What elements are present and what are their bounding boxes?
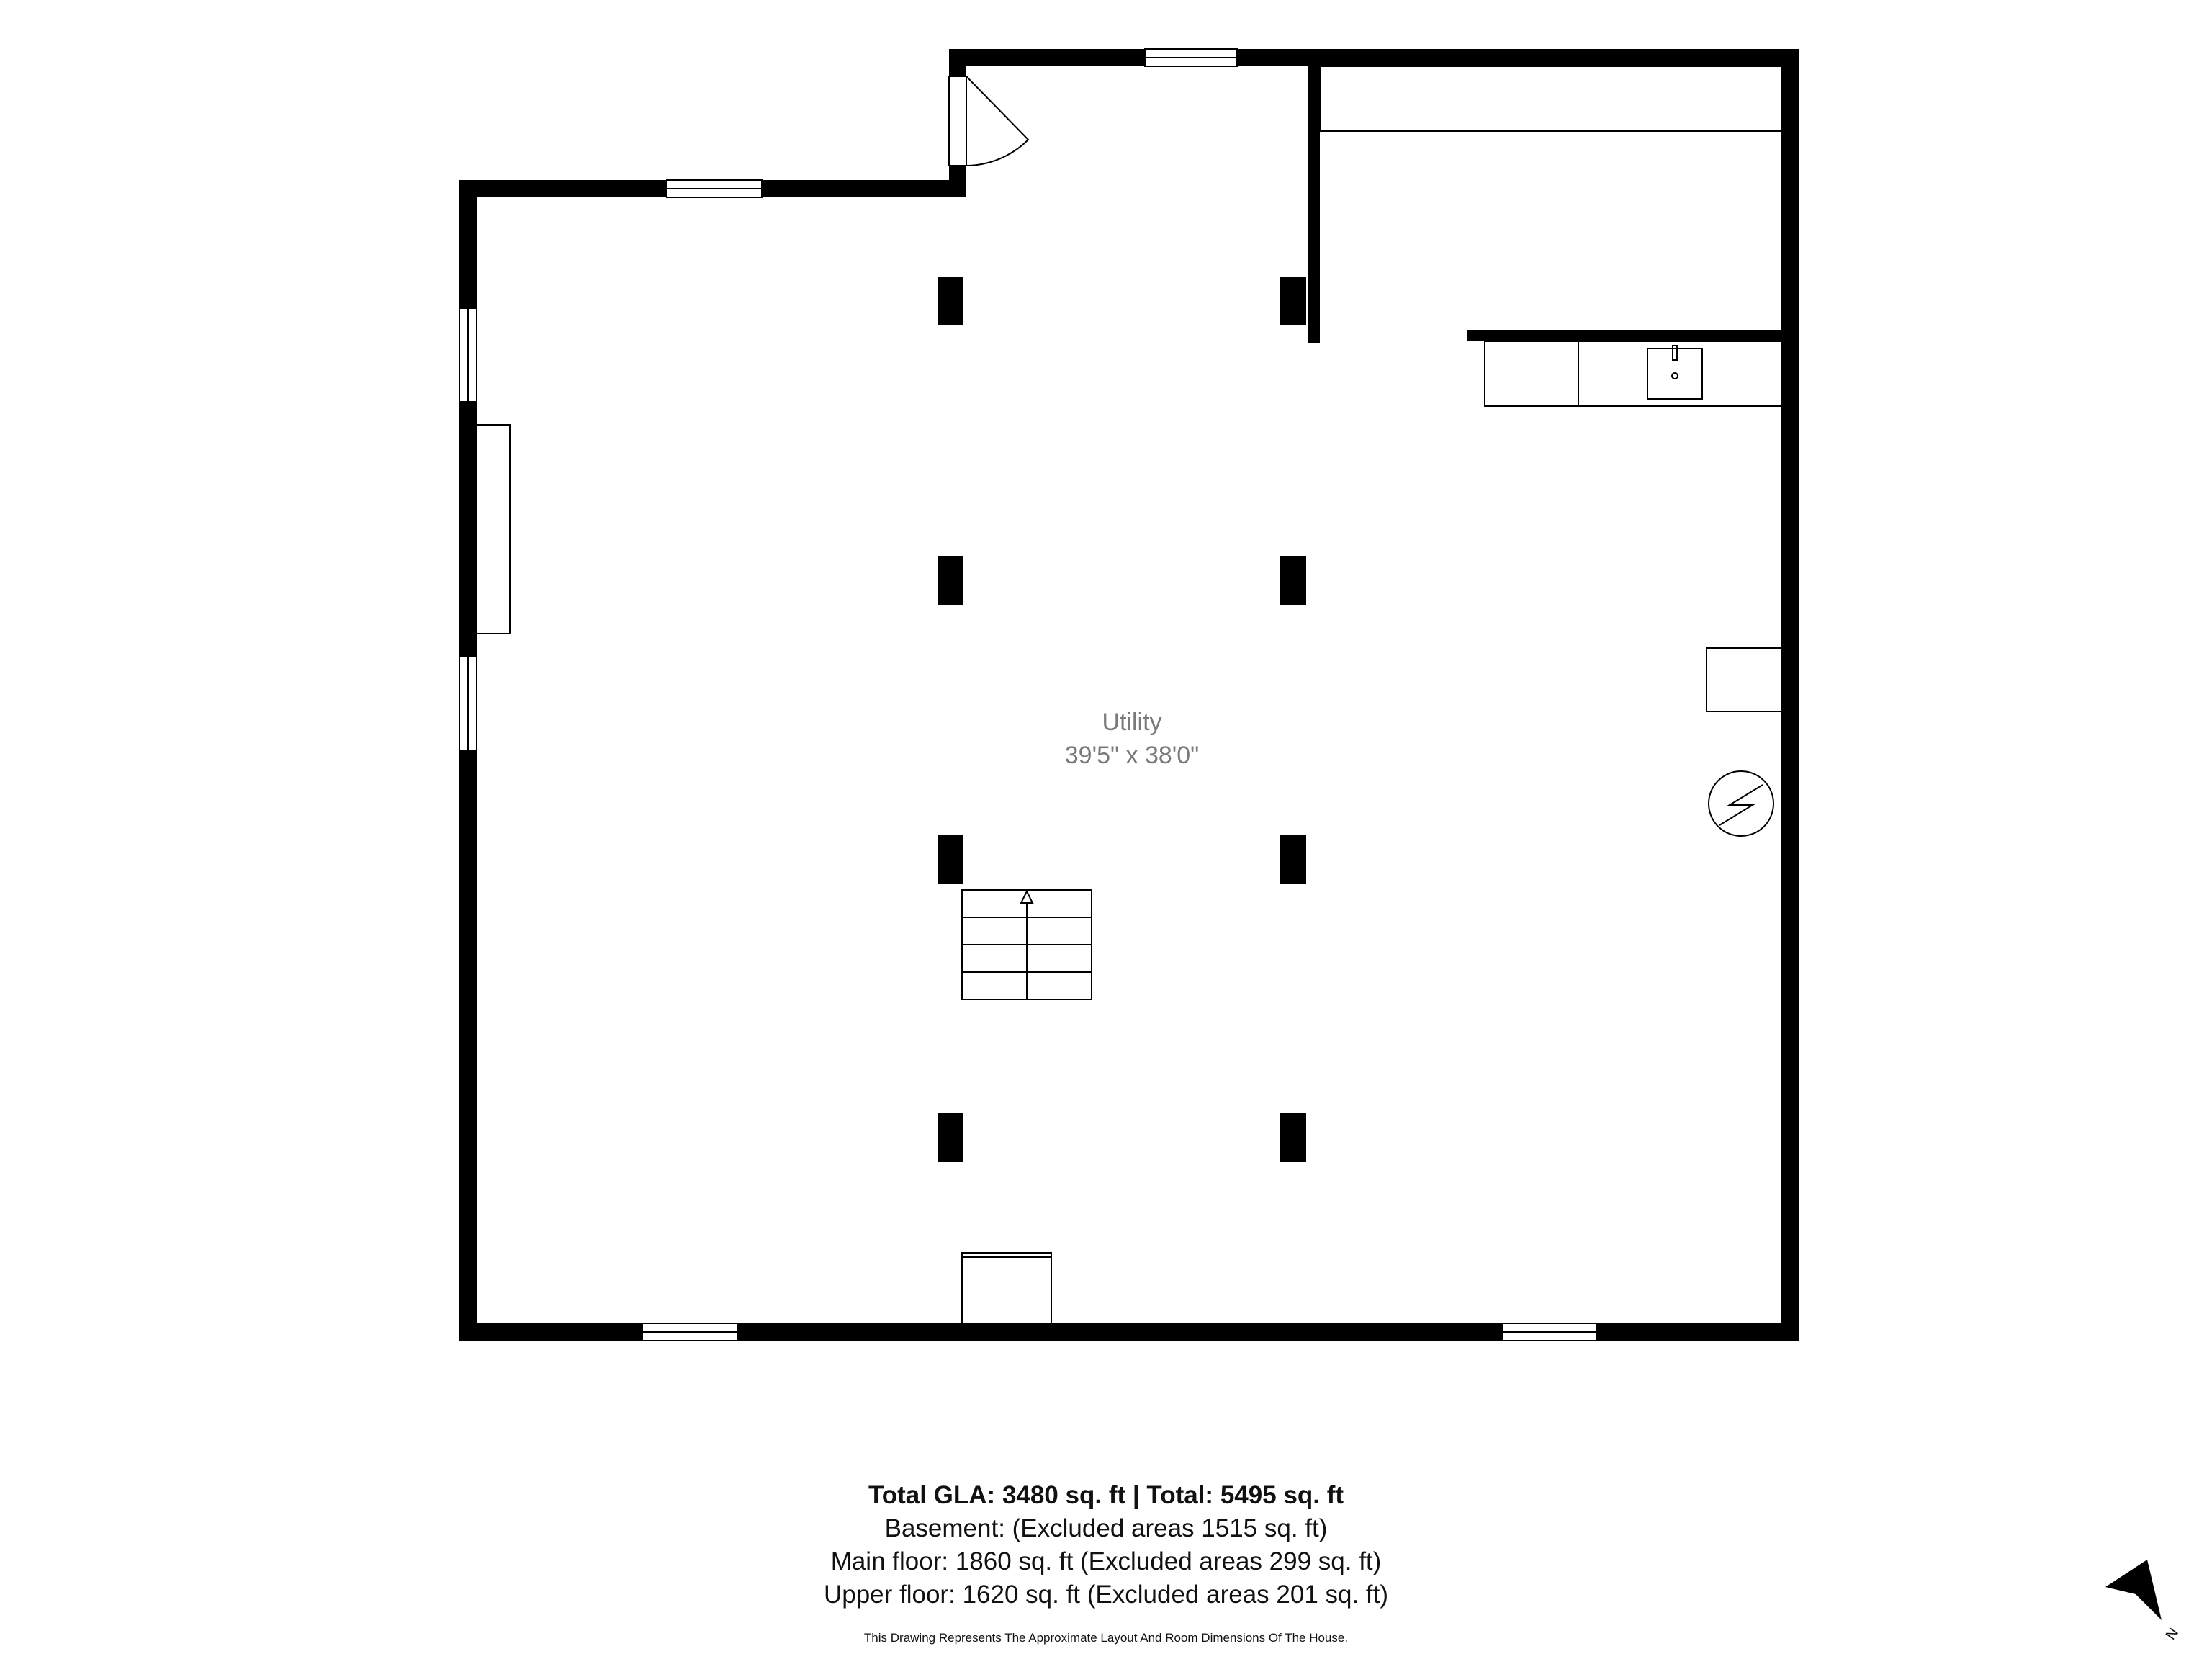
- support-columns: [938, 276, 1306, 1162]
- counter: [1484, 341, 1782, 407]
- area-summary: Total GLA: 3480 sq. ft | Total: 5495 sq.…: [674, 1479, 1538, 1611]
- upper-floor-value: 1620: [962, 1581, 1019, 1609]
- total-separator: |: [1132, 1481, 1140, 1509]
- room-name: Utility: [1102, 709, 1162, 736]
- bottom-fixture: [961, 1252, 1052, 1324]
- total-gla-unit: sq. ft: [1065, 1481, 1126, 1509]
- main-floor-label: Main floor:: [830, 1547, 949, 1575]
- exterior-walls: [459, 49, 1799, 1341]
- total-value: 5495: [1220, 1481, 1277, 1509]
- drain: [1671, 372, 1678, 379]
- sink: [1647, 348, 1703, 400]
- faucet: [1672, 345, 1678, 361]
- window-top-left: [666, 179, 763, 198]
- window-left-lower: [459, 656, 477, 751]
- upper-floor-line: Upper floor: 1620 sq. ft (Excluded areas…: [674, 1578, 1538, 1611]
- windows: [459, 48, 1598, 1341]
- upper-floor-rest: sq. ft (Excluded areas 201 sq. ft): [1025, 1581, 1389, 1609]
- north-arrow-icon: [2105, 1560, 2162, 1620]
- wall-top: [949, 49, 1799, 66]
- window-left-upper: [459, 307, 477, 403]
- stairs: [961, 889, 1092, 1000]
- column: [938, 276, 963, 325]
- partition-vertical: [1308, 58, 1320, 343]
- main-floor-value: 1860: [955, 1547, 1012, 1575]
- storage-shelf: [1319, 66, 1782, 132]
- wall-shelf: [476, 424, 511, 634]
- interior-walls: [1308, 58, 1790, 343]
- appliance-box: [1706, 647, 1782, 712]
- total-unit: sq. ft: [1283, 1481, 1344, 1509]
- column: [938, 835, 963, 884]
- total-gla-value: 3480: [1002, 1481, 1058, 1509]
- water-heater-icon: [1708, 770, 1774, 837]
- basement-line: Basement: (Excluded areas 1515 sq. ft): [884, 1514, 1328, 1542]
- room-label-utility: Utility 39'5" x 38'0": [962, 706, 1302, 772]
- total-label: Total:: [1146, 1481, 1214, 1509]
- column: [1280, 835, 1306, 884]
- total-gla-label: Total GLA:: [868, 1481, 996, 1509]
- upper-floor-label: Upper floor:: [823, 1581, 956, 1609]
- window-bottom-left: [642, 1323, 738, 1341]
- window-bottom-right: [1501, 1323, 1598, 1341]
- main-floor-line: Main floor: 1860 sq. ft (Excluded areas …: [674, 1545, 1538, 1578]
- fixtures: [476, 66, 1782, 1324]
- main-floor-rest: sq. ft (Excluded areas 299 sq. ft): [1018, 1547, 1382, 1575]
- wall-right: [1781, 49, 1799, 1341]
- window-top-right: [1144, 48, 1238, 67]
- total-area-line: Total GLA: 3480 sq. ft | Total: 5495 sq.…: [674, 1479, 1538, 1512]
- column: [1280, 276, 1306, 325]
- door: [948, 76, 1030, 166]
- column: [938, 556, 963, 605]
- column: [1280, 556, 1306, 605]
- stair-arrow-icon: [1020, 889, 1034, 904]
- column: [1280, 1113, 1306, 1162]
- column: [938, 1113, 963, 1162]
- room-dimensions: 39'5" x 38'0": [1064, 742, 1200, 769]
- disclaimer: This Drawing Represents The Approximate …: [863, 1631, 1349, 1645]
- lightning-bolt: [1719, 784, 1763, 826]
- partition-horizontal: [1467, 330, 1790, 341]
